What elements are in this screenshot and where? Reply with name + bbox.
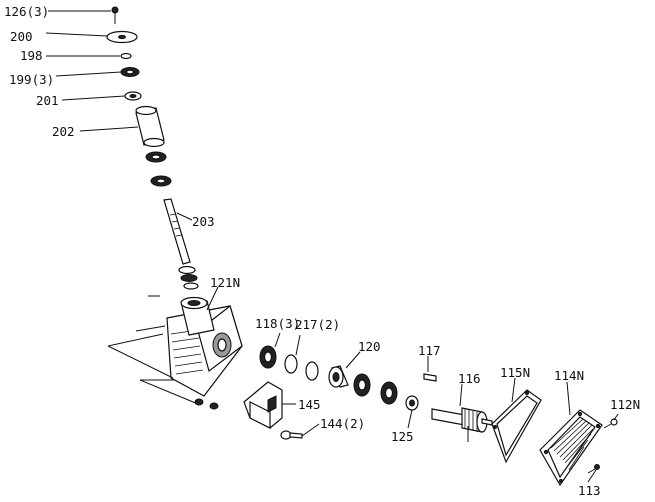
part-200-cover-plate [106, 30, 138, 44]
lower-washers [194, 398, 219, 410]
label-199: 199(3) [9, 72, 54, 87]
label-116: 116 [458, 371, 481, 386]
part-145-bracket [243, 381, 283, 429]
part-112n-screw [603, 418, 618, 429]
part-121n-gearbox-housing [166, 296, 243, 397]
label-121n: 121N [210, 275, 240, 290]
label-114n: 114N [554, 368, 584, 383]
label-125: 125 [391, 429, 414, 444]
label-115n: 115N [500, 365, 530, 380]
part-120-collar [328, 365, 349, 388]
leader-lines [45, 10, 619, 483]
part-217-o-ring-a [284, 354, 298, 374]
part-114n-cover-plate [539, 409, 603, 487]
label-120: 120 [358, 339, 381, 354]
label-203: 203 [192, 214, 215, 229]
housing-outline-lines [107, 295, 199, 405]
part-126-screw [111, 6, 119, 24]
label-144: 144(2) [320, 416, 365, 431]
part-217-o-ring-b [305, 361, 319, 381]
part-116-worm-shaft [431, 407, 493, 442]
part-113-screw [587, 464, 600, 474]
part-203-vertical-shaft [163, 198, 199, 290]
label-145: 145 [298, 397, 321, 412]
label-117: 117 [418, 343, 441, 358]
part-198-retaining-ring [120, 52, 132, 60]
label-118: 118(3) [255, 316, 300, 331]
part-144-bolt [280, 430, 303, 440]
part-118-bearing [259, 345, 277, 369]
part-115n-gasket [491, 389, 542, 464]
part-202-sleeve [135, 105, 165, 148]
part-118-bearing-mid [353, 373, 371, 397]
part-125-spacer [405, 395, 419, 411]
label-198: 198 [20, 48, 43, 63]
part-118-bearing-right [380, 381, 398, 405]
bearing-upper [145, 151, 167, 163]
label-202: 202 [52, 124, 75, 139]
label-217: 217(2) [295, 317, 340, 332]
bearing-lower [150, 175, 172, 187]
label-200: 200 [10, 29, 33, 44]
label-126: 126(3) [4, 4, 49, 19]
label-201: 201 [36, 93, 59, 108]
label-113: 113 [578, 483, 601, 498]
part-199-bearing [120, 67, 140, 77]
part-201-washer [124, 91, 142, 101]
part-117-key [423, 373, 437, 382]
label-112n: 112N [610, 397, 640, 412]
